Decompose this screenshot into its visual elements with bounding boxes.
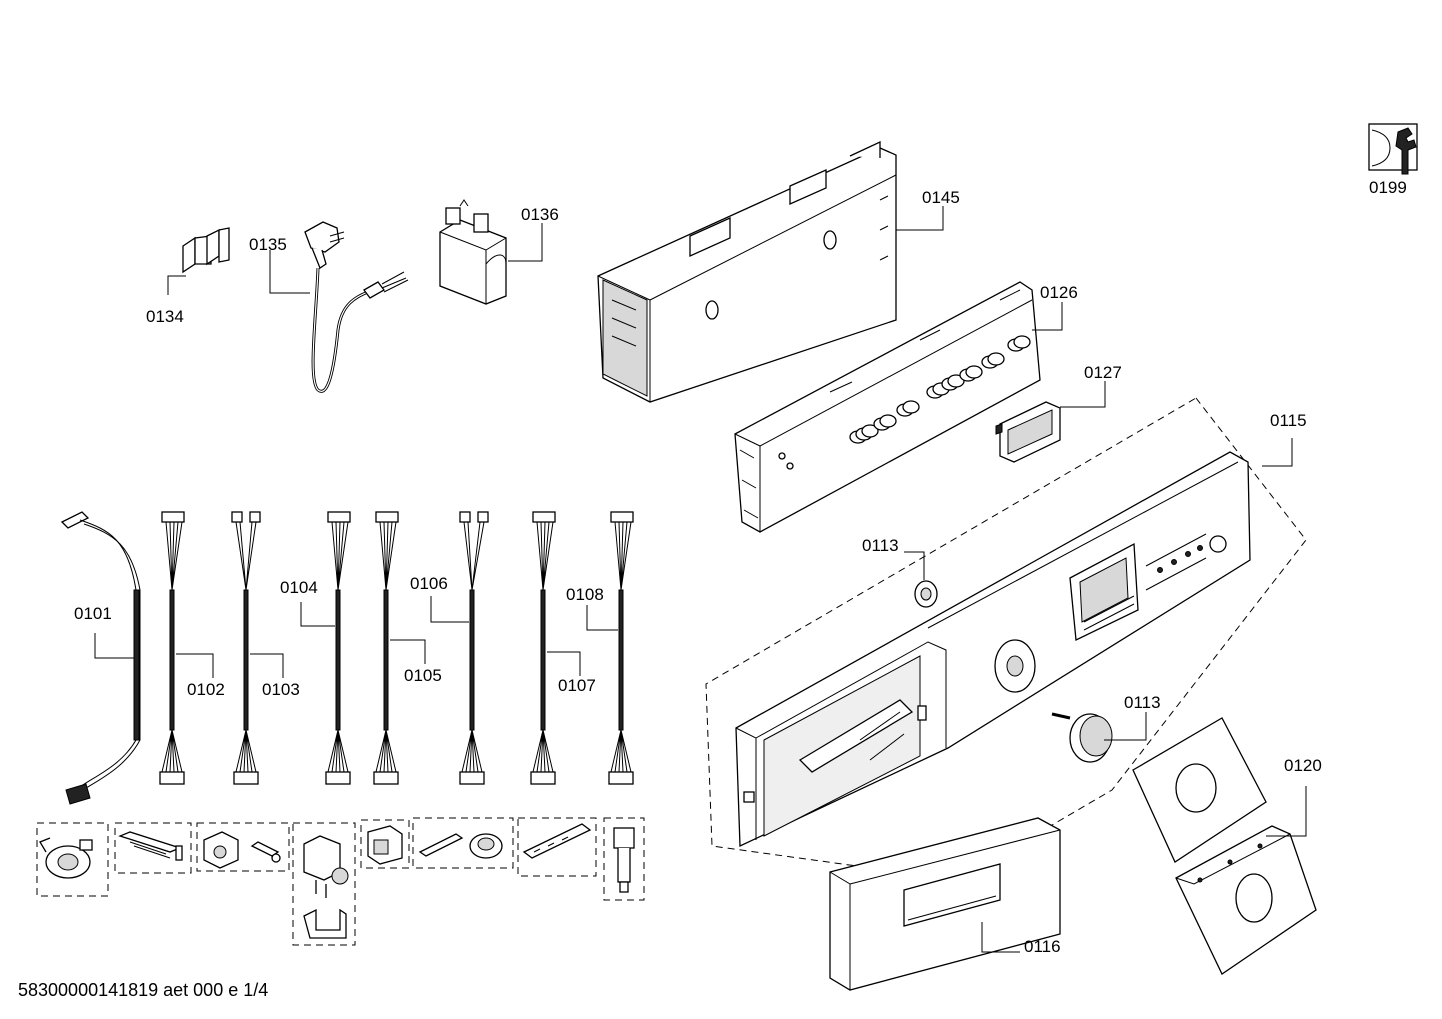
label-0102: 0102 bbox=[187, 680, 225, 699]
label-0126: 0126 bbox=[1040, 283, 1078, 302]
label-0105: 0105 bbox=[404, 666, 442, 685]
suppressor-part bbox=[439, 199, 507, 305]
reference-thumbnails bbox=[36, 817, 645, 946]
harness-0108 bbox=[608, 511, 634, 785]
label-0107: 0107 bbox=[558, 676, 596, 695]
electronic-module-part bbox=[597, 140, 897, 403]
control-board-part bbox=[734, 281, 1041, 533]
connector-clip-part bbox=[182, 227, 230, 274]
label-0115: 0115 bbox=[1270, 411, 1307, 430]
harness-0101 bbox=[60, 511, 141, 805]
label-0135: 0135 bbox=[249, 235, 287, 254]
label-0134: 0134 bbox=[146, 307, 184, 326]
drawer-handle-part bbox=[829, 817, 1061, 991]
label-0116: 0116 bbox=[1024, 937, 1061, 956]
label-0113-lower: 0113 bbox=[1124, 693, 1161, 712]
label-0108: 0108 bbox=[566, 585, 604, 604]
program-knob-part bbox=[1051, 712, 1113, 763]
wrench-icon bbox=[1368, 123, 1418, 175]
label-0101: 0101 bbox=[74, 604, 112, 623]
harness-0107 bbox=[530, 511, 556, 785]
harness-0105 bbox=[373, 511, 399, 785]
knob-cap-part bbox=[914, 580, 938, 608]
label-0145: 0145 bbox=[922, 188, 960, 207]
harness-0104 bbox=[325, 511, 351, 785]
label-0136: 0136 bbox=[521, 205, 559, 224]
rotary-encoders bbox=[849, 335, 1031, 444]
power-cord-part bbox=[304, 221, 409, 393]
document-footer-id: 58300000141819 aet 000 e 1/4 bbox=[18, 980, 269, 1000]
display-part bbox=[995, 401, 1061, 463]
harness-0102 bbox=[159, 511, 185, 785]
label-0104: 0104 bbox=[280, 578, 318, 597]
label-0127: 0127 bbox=[1084, 363, 1122, 382]
control-panel-part bbox=[735, 451, 1251, 848]
harness-0103 bbox=[231, 511, 261, 785]
label-0120: 0120 bbox=[1284, 756, 1322, 775]
label-0106: 0106 bbox=[410, 574, 448, 593]
label-0199: 0199 bbox=[1369, 178, 1407, 197]
label-0103: 0103 bbox=[262, 680, 300, 699]
label-0113-upper: 0113 bbox=[862, 536, 899, 555]
cover-panel-part bbox=[1132, 717, 1317, 975]
harness-0106 bbox=[459, 511, 489, 785]
